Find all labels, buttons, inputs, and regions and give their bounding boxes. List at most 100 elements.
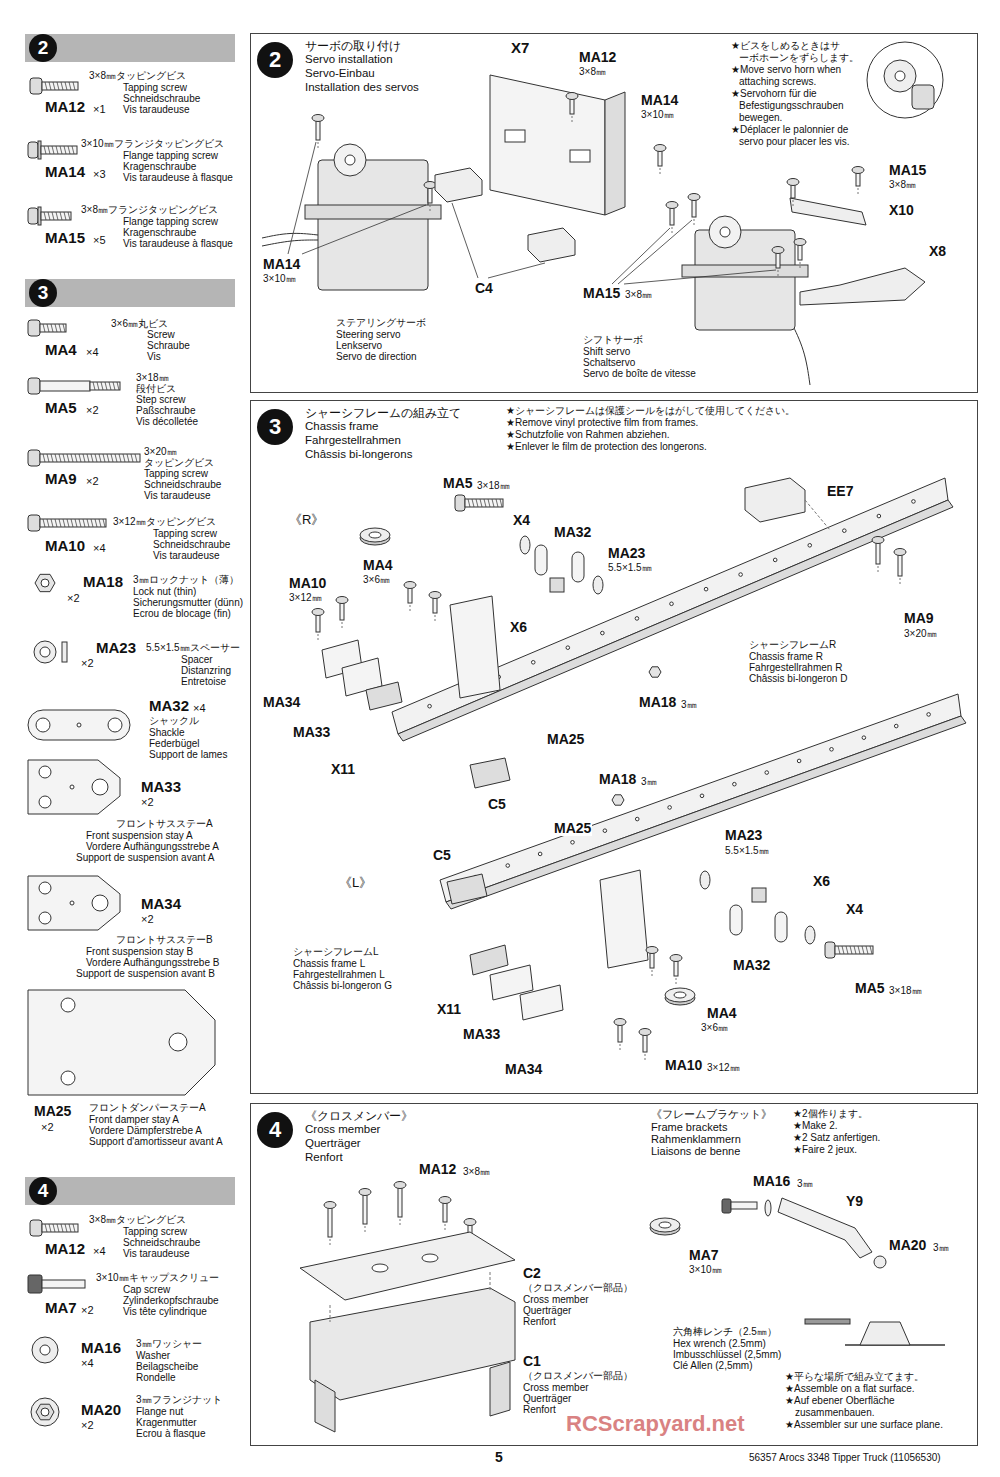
caption-text: 3×8㎜ [578, 66, 607, 77]
screw-head [639, 1029, 651, 1036]
caption-text: 3×8㎜ [624, 289, 653, 300]
screw-head [312, 115, 324, 122]
chassis-rail [440, 694, 961, 902]
screw-head [825, 942, 835, 958]
part-callout: MA23 [607, 546, 646, 561]
part-callout: X4 [512, 513, 531, 528]
screw-thread [57, 82, 59, 90]
rail-hole [635, 617, 639, 621]
screw-shaft [650, 952, 654, 968]
bracket-on-surface [860, 1322, 910, 1345]
caption-text: Screw [146, 329, 176, 340]
caption-text: Vis taraudeuse à flasque [122, 172, 234, 183]
screw-thread [55, 324, 57, 332]
part-callout: C2 [522, 1266, 542, 1281]
part-callout: MA5 [854, 981, 886, 996]
screw-thread [63, 454, 65, 462]
suspension-stay [28, 760, 120, 814]
cap-screw-head [722, 1199, 731, 1213]
caption-text: Front suspension stay A [85, 830, 194, 841]
caption-text: Support de suspension avant A [75, 852, 215, 863]
x7-bracket [490, 75, 605, 215]
rail-hole [797, 759, 801, 763]
caption-text: Entretoise [180, 676, 227, 687]
caption-text: Befestigungsschrauben [738, 100, 845, 111]
screw-thread [83, 519, 85, 527]
screw-thread [69, 1224, 71, 1232]
caption-text: Beilagscheibe [135, 1361, 199, 1372]
screw-thread [111, 454, 113, 462]
screw-head [28, 378, 40, 394]
caption-text: Querträger [522, 1393, 572, 1404]
caption-text: Vordere Aufhängungsstrebe B [85, 957, 220, 968]
screw-thread [47, 519, 49, 527]
part-callout: MA25 [33, 1104, 72, 1119]
leader-line [302, 205, 426, 254]
screw-pack-icon [360, 528, 390, 542]
part-callout: MA32 [732, 958, 771, 973]
screw-thread [838, 946, 840, 954]
part-callout: MA4 [706, 1006, 738, 1021]
caption-text: Vordere Dämpferstrebe A [88, 1125, 203, 1136]
screw-head [772, 247, 784, 254]
step-number: 2 [257, 42, 293, 78]
part-callout: MA14 [262, 257, 301, 272]
caption-text: Federbügel [148, 738, 201, 749]
screw-thread [45, 1224, 47, 1232]
caption-text: 3㎜ [796, 1178, 814, 1189]
screw-shaft [340, 602, 344, 620]
inset-bracket [912, 85, 934, 109]
screw-thread [51, 454, 53, 462]
screw-head [324, 1202, 336, 1209]
shift-servo [695, 230, 795, 330]
screw-shaft [42, 82, 78, 90]
caption-text: Schneidschraube [122, 93, 201, 104]
part-callout: MA33 [140, 779, 182, 796]
screw-thread [55, 454, 57, 462]
rail-hole [704, 587, 708, 591]
screw-shaft [570, 98, 574, 114]
screw-thread [870, 946, 872, 954]
hole [92, 895, 108, 911]
screw-thread [73, 1224, 75, 1232]
screw-thread [95, 519, 97, 527]
hole [39, 796, 51, 808]
screw-shaft [798, 244, 802, 260]
screw-head [30, 1220, 42, 1236]
caption-text: ×4 [80, 1357, 95, 1369]
steering-servo [318, 160, 428, 290]
screw-thread [97, 382, 99, 390]
washer [32, 1337, 58, 1363]
x6-bushing [550, 578, 564, 592]
caption-text: 3×12㎜タッピングビス [112, 516, 217, 527]
caption-text: ★Servohorn für die [730, 88, 818, 99]
caption-text: ★Enlever le film de protection des longe… [505, 441, 708, 452]
screw-thread [500, 499, 502, 507]
shackle [730, 905, 742, 935]
caption-text: Cross member [522, 1294, 590, 1305]
part-callout: MA25 [553, 821, 592, 836]
screw-shaft [41, 146, 77, 154]
part-callout: MA23 [95, 640, 137, 657]
c1-leg [315, 1380, 335, 1432]
hole [39, 882, 51, 894]
hole [372, 1264, 388, 1272]
rail-hole [700, 794, 704, 798]
caption-text: Kragenschraube [122, 161, 197, 172]
screw-head [394, 1182, 406, 1189]
lock-nut [649, 667, 661, 677]
caption-text: フロントダンパーステーA [88, 1102, 207, 1113]
hole [108, 718, 122, 732]
step-number-text: 4 [29, 1177, 57, 1205]
screw-thread [858, 946, 860, 954]
step-number-text: 2 [29, 34, 57, 62]
caption-text: Rondelle [135, 1372, 176, 1383]
servo-horn [709, 216, 741, 248]
screw-shaft [90, 382, 120, 390]
hole [61, 998, 75, 1012]
part-callout: MA12 [44, 1241, 86, 1258]
screw-thread [113, 382, 115, 390]
screw-head [670, 955, 682, 962]
caption-text: （クロスメンバー部品） [522, 1370, 634, 1381]
caption-text: 3×10㎜キャップスクリュー [95, 1272, 220, 1283]
